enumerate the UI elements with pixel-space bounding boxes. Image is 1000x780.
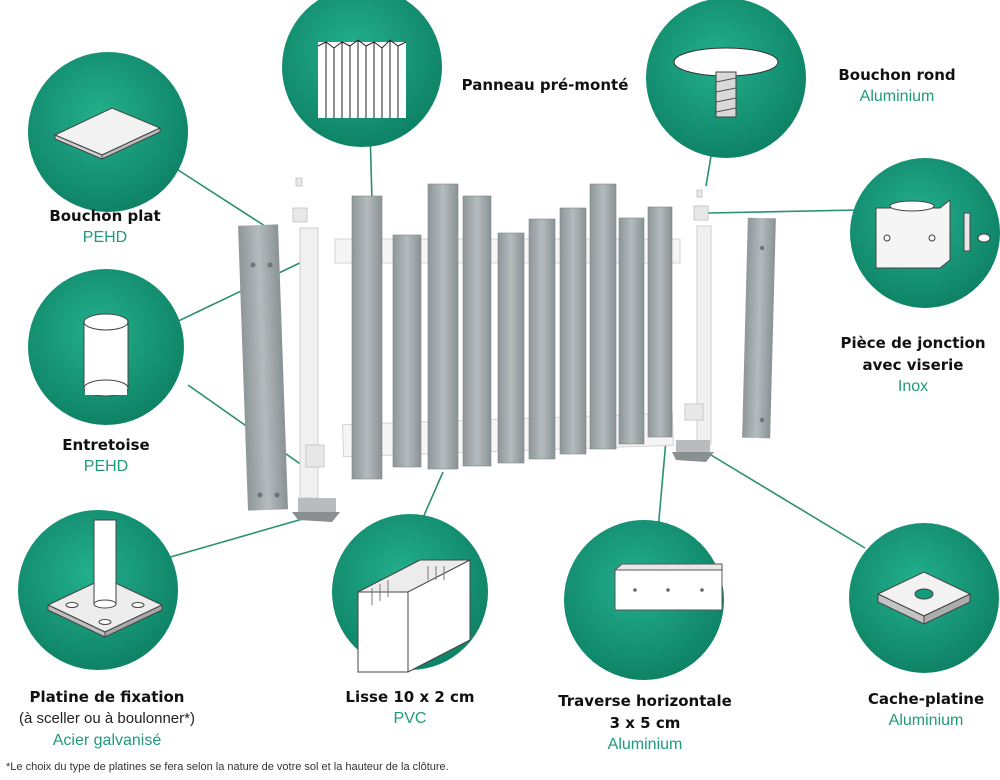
post-right — [672, 189, 714, 462]
lisse-icon — [332, 514, 488, 673]
piece-jonction-title-2: avec viserie — [862, 356, 964, 374]
footnote: *Le choix du type de platines se fera se… — [6, 761, 449, 773]
entretoise-icon — [28, 269, 184, 425]
platine-note: (à sceller ou à boulonner*) — [19, 710, 195, 727]
platine-material: Acier galvanisé — [52, 732, 162, 749]
label-cache-platine: Cache-platine Aluminium — [858, 688, 994, 732]
platine-icon — [18, 510, 178, 670]
label-lisse: Lisse 10 x 2 cm PVC — [335, 686, 485, 730]
bouchon-plat-icon — [28, 52, 188, 212]
entretoise-material: PEHD — [83, 458, 129, 475]
label-piece-jonction: Pièce de jonction avec viserie Inox — [828, 332, 998, 398]
fence-assembly — [238, 177, 776, 522]
label-panneau: Panneau pré-monté — [455, 74, 635, 96]
cache-platine-title: Cache-platine — [867, 690, 985, 708]
traverse-title-2: 3 x 5 cm — [609, 714, 681, 732]
bouchon-rond-icon — [646, 0, 806, 158]
lisse-material: PVC — [393, 710, 427, 727]
lisse-title: Lisse 10 x 2 cm — [345, 688, 475, 706]
cache-platine-icon — [849, 523, 999, 673]
piece-jonction-material: Inox — [897, 378, 929, 395]
bouchon-rond-title: Bouchon rond — [838, 66, 956, 84]
bouchon-plat-title: Bouchon plat — [49, 207, 161, 225]
bouchon-plat-material: PEHD — [82, 229, 128, 246]
traverse-material: Aluminium — [607, 736, 683, 753]
label-bouchon-rond: Bouchon rond Aluminium — [822, 64, 972, 108]
panneau-title: Panneau pré-monté — [461, 76, 629, 94]
platine-title: Platine de fixation — [29, 688, 185, 706]
traverse-icon — [564, 520, 724, 680]
panel-slats — [351, 183, 673, 480]
bouchon-rond-material: Aluminium — [859, 88, 935, 105]
label-platine: Platine de fixation (à sceller ou à boul… — [2, 686, 212, 752]
post-left — [292, 177, 340, 522]
loose-slat-right — [742, 217, 776, 439]
cache-platine-material: Aluminium — [888, 712, 964, 729]
loose-slat-left — [238, 224, 288, 511]
piece-jonction-title-1: Pièce de jonction — [840, 334, 986, 352]
label-entretoise: Entretoise PEHD — [46, 434, 166, 478]
entretoise-title: Entretoise — [62, 436, 150, 454]
label-bouchon-plat: Bouchon plat PEHD — [40, 205, 170, 249]
piece-jonction-icon — [850, 158, 1000, 308]
panneau-icon — [282, 0, 442, 147]
traverse-title-1: Traverse horizontale — [558, 692, 732, 710]
label-traverse: Traverse horizontale 3 x 5 cm Aluminium — [545, 690, 745, 756]
